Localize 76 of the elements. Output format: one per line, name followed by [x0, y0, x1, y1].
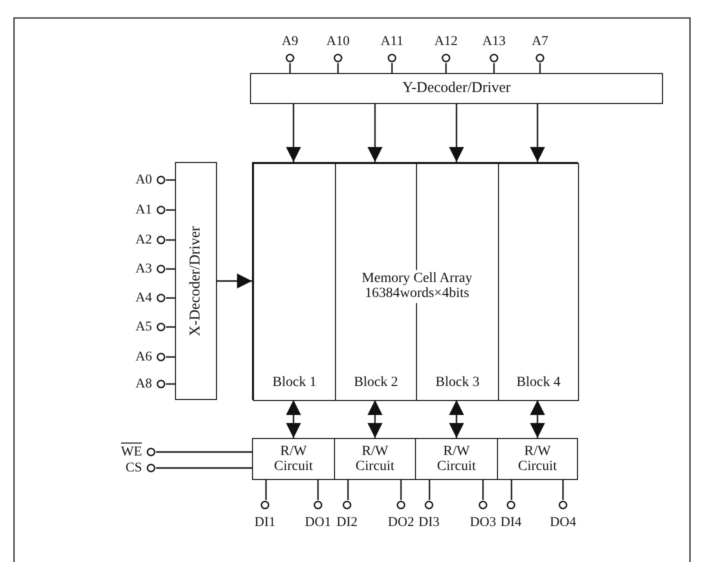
block-label: Block 3	[434, 374, 480, 390]
connector-line	[445, 63, 447, 73]
pin-label: WE	[121, 444, 142, 460]
circuit-box	[334, 438, 416, 480]
connector-line	[482, 480, 484, 500]
pin-label: A3	[136, 262, 152, 276]
pin-label: A5	[136, 320, 152, 334]
pin-label: DO4	[548, 515, 578, 530]
circuit-box	[415, 438, 498, 480]
connector-line	[265, 480, 267, 500]
pin-label: A0	[136, 172, 152, 188]
memory-block	[253, 163, 336, 401]
pin-label: A1	[136, 202, 152, 218]
connector-line	[166, 209, 175, 211]
pin-label: DO2	[386, 515, 416, 530]
arrow	[368, 104, 382, 162]
connector-line	[289, 63, 291, 73]
memory-block	[498, 163, 579, 401]
connector-line	[156, 467, 252, 469]
connector-line	[391, 63, 393, 73]
connector-line	[400, 480, 402, 500]
pin-label: A7	[530, 34, 550, 49]
decoder-box	[250, 73, 663, 104]
connector-line	[317, 480, 319, 500]
pin-label: DI2	[336, 515, 358, 530]
connector-line	[166, 268, 175, 270]
connector-line	[166, 356, 175, 358]
box-label: R/W Circuit	[517, 444, 558, 474]
pin-label: A10	[325, 34, 351, 49]
block-label: Block 2	[353, 374, 399, 390]
pin-label: DI4	[500, 515, 522, 530]
connector-line	[510, 480, 512, 500]
block-label: Block 1	[272, 374, 318, 390]
circuit-box	[252, 438, 335, 480]
pin-label: A9	[280, 34, 300, 49]
box-label: R/W Circuit	[354, 444, 396, 474]
arrow	[449, 104, 464, 162]
connector-line	[166, 239, 175, 241]
box-label: Y-Decoder/Driver	[402, 80, 511, 97]
arrow	[217, 274, 252, 288]
connector-line	[539, 63, 541, 73]
arrow	[530, 104, 545, 162]
arrow	[530, 400, 545, 438]
box-label: X-Decoder/Driver	[188, 226, 204, 336]
arrow	[368, 400, 382, 438]
connector-line	[166, 383, 175, 385]
arrow	[286, 400, 301, 438]
block-label: Block 4	[516, 374, 562, 390]
decoder-box	[175, 162, 217, 400]
pin-label: A13	[481, 34, 507, 49]
pin-label: CS	[125, 460, 142, 476]
arrow	[449, 400, 464, 438]
box-label: R/W Circuit	[273, 444, 314, 474]
pin-label: DI1	[254, 515, 276, 530]
pin-label: A4	[136, 290, 152, 306]
pin-label: DO1	[304, 515, 332, 530]
connector-line	[428, 480, 430, 500]
connector-line	[166, 179, 175, 181]
pin-label: DI3	[418, 515, 440, 530]
memory-array-box	[252, 162, 578, 400]
connector-line	[166, 297, 175, 299]
circuit-box	[497, 438, 578, 480]
connector-line	[166, 326, 175, 328]
box-label: R/W Circuit	[436, 444, 477, 474]
pin-label: A6	[136, 350, 152, 364]
connector-line	[493, 63, 495, 73]
pin-label: A8	[136, 376, 152, 392]
pin-label: A2	[136, 232, 152, 248]
connector-line	[347, 480, 349, 500]
arrow	[286, 104, 301, 162]
pin-label: A12	[433, 34, 459, 49]
pin-label: A11	[380, 34, 404, 49]
connector-line	[156, 451, 252, 453]
connector-line	[562, 480, 564, 500]
connector-line	[337, 63, 339, 73]
pin-label: DO3	[468, 515, 498, 530]
